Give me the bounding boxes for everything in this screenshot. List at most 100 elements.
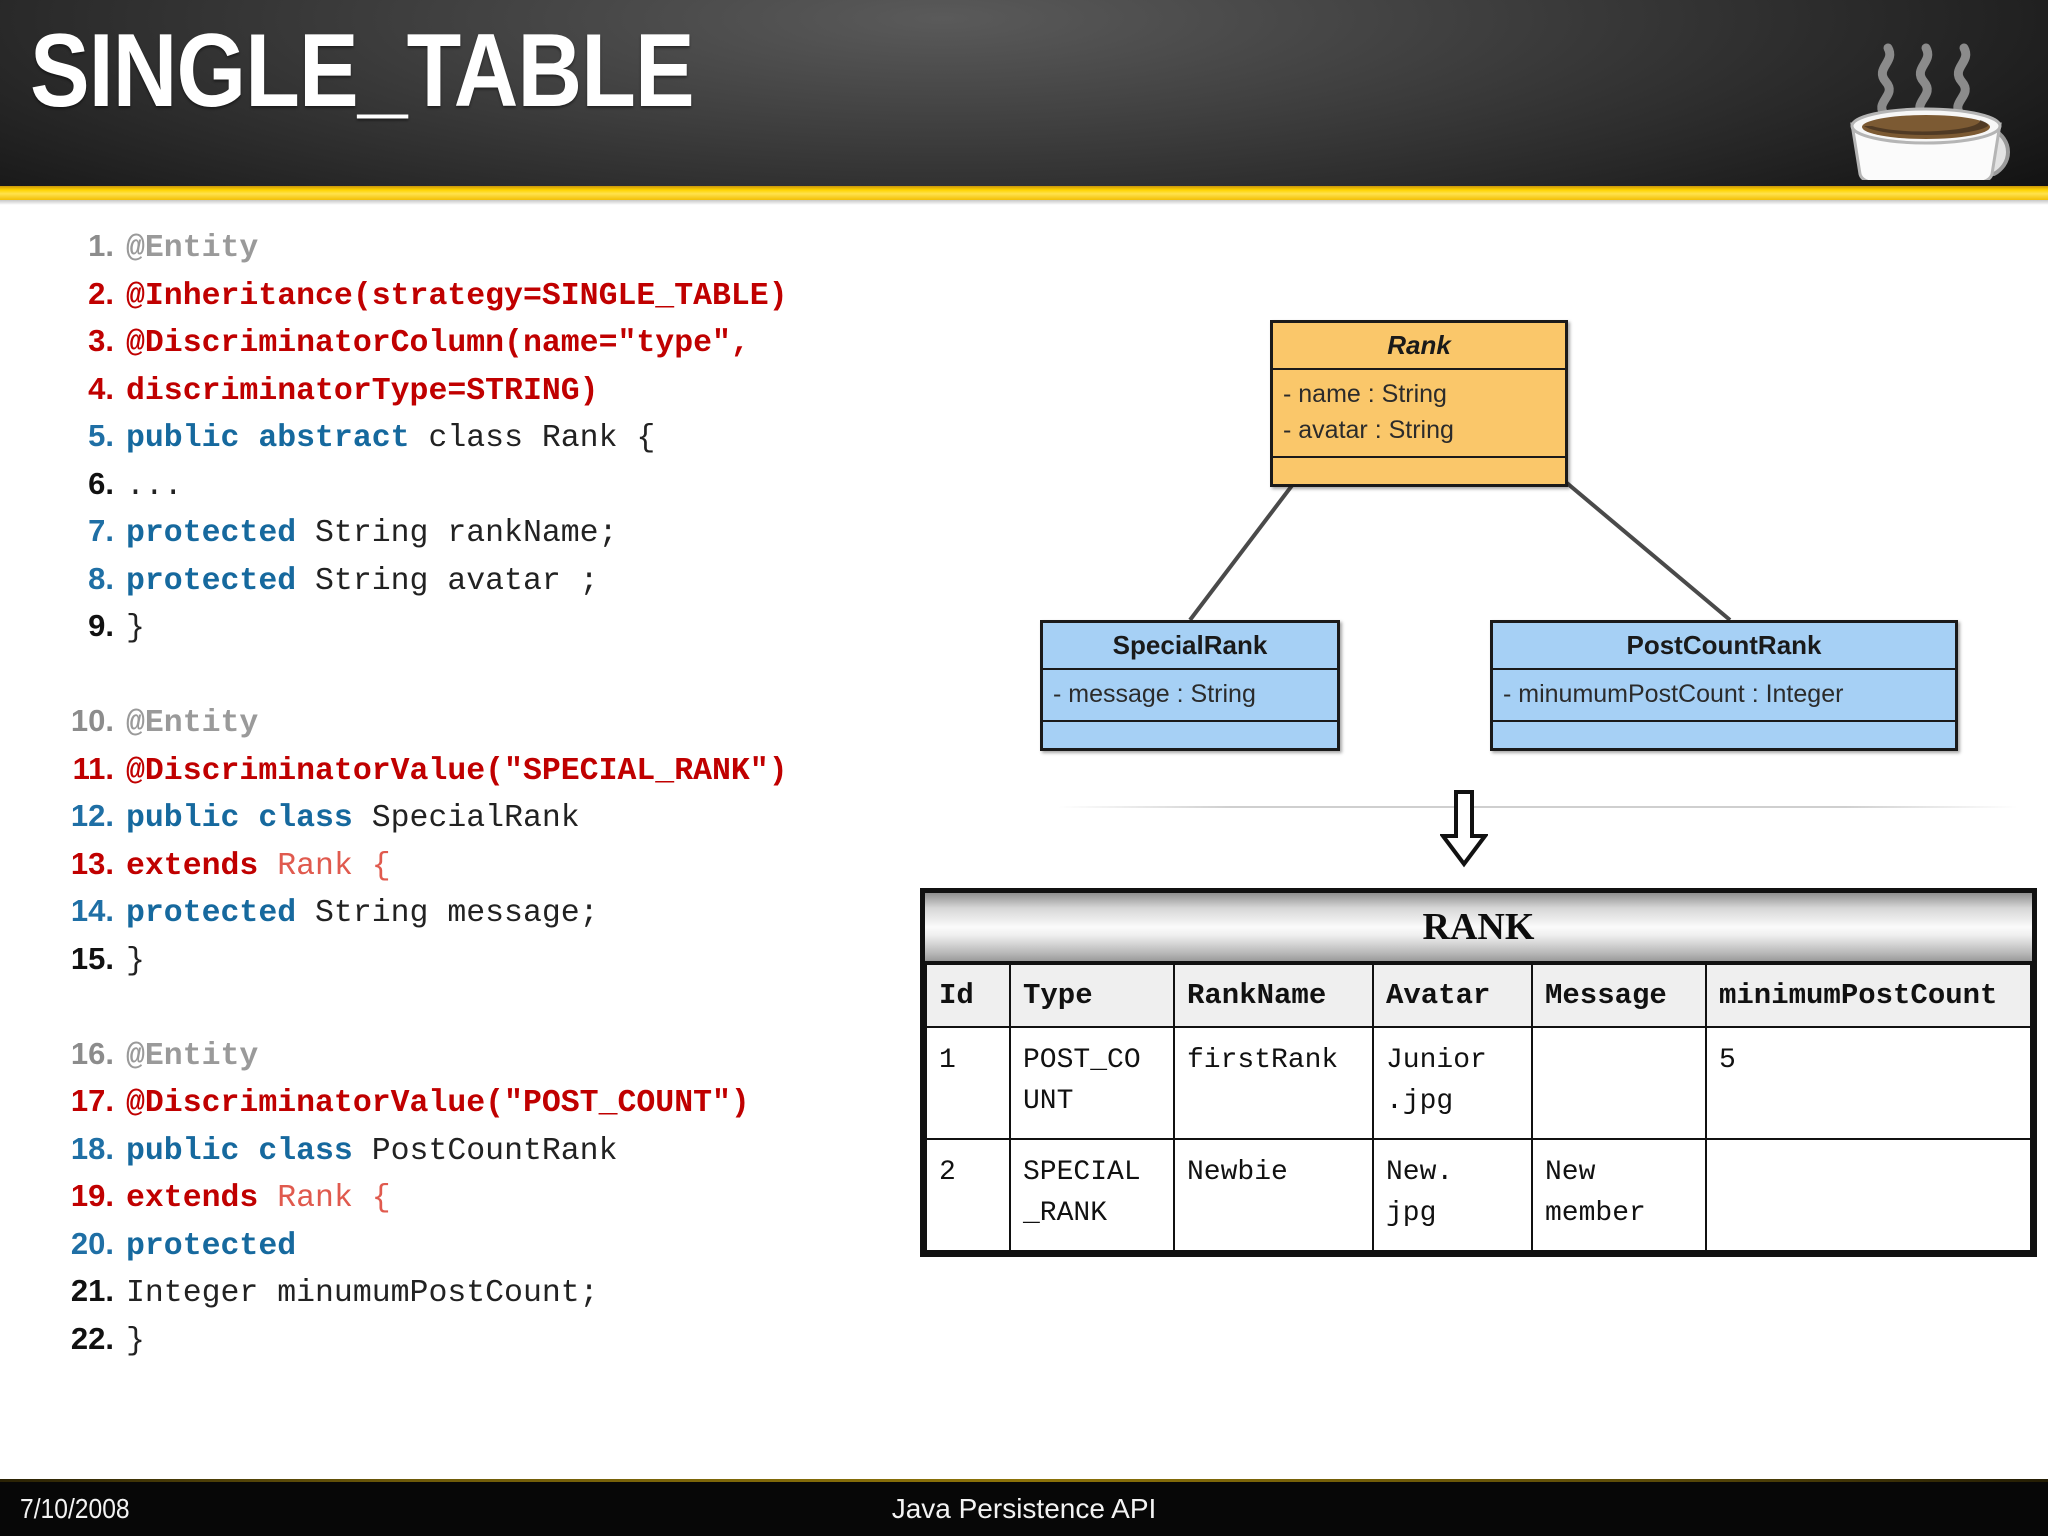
uml-attribute: - avatar : String	[1283, 416, 1454, 444]
code-line: 21. Integer minumumPostCount;	[56, 1267, 976, 1315]
rank-table-title: RANK	[925, 893, 2032, 965]
code-token: discriminatorType=STRING)	[126, 373, 599, 409]
accent-bar-shadow	[0, 200, 2048, 205]
code-token: @Entity	[126, 706, 259, 741]
code-line-number: 11.	[72, 750, 114, 786]
code-line: 14.protected String message;	[56, 887, 976, 935]
uml-class-rank: Rank - name : String - avatar : String	[1270, 320, 1568, 487]
uml-operations	[1273, 458, 1565, 484]
code-line: 17. @DiscriminatorValue("POST_COUNT")	[56, 1077, 976, 1125]
uml-class-name: SpecialRank	[1043, 623, 1337, 670]
code-token: extends	[126, 1181, 278, 1216]
table-cell-type: SPECIAL _RANK	[1009, 1138, 1175, 1252]
uml-attributes: - minumumPostCount : Integer	[1493, 670, 1955, 722]
code-line: 2. @Inheritance(strategy=SINGLE_TABLE)	[56, 270, 976, 318]
code-token: Rank {	[277, 848, 391, 884]
code-line-number: 5.	[88, 418, 114, 453]
code-token: protected	[126, 896, 316, 931]
code-line	[56, 650, 976, 698]
code-line: 3.@DiscriminatorColumn(name="type",	[56, 317, 976, 365]
coffee-cup-icon	[1824, 4, 2034, 184]
code-token: String avatar ;	[315, 563, 599, 599]
code-token: PostCountRank	[371, 1133, 618, 1169]
table-cell-type: POST_CO UNT	[1009, 1026, 1175, 1140]
code-line-number: 12.	[70, 798, 114, 833]
uml-attribute: - name : String	[1283, 380, 1447, 408]
table-cell-rankname: Newbie	[1173, 1138, 1374, 1252]
rank-table-grid: Id Type RankName Avatar Message minimumP…	[925, 965, 2032, 1252]
rank-db-table: RANK Id Type RankName Avatar Message min…	[920, 888, 2037, 1257]
uml-class-name: PostCountRank	[1493, 623, 1955, 670]
down-block-arrow-icon	[1439, 790, 1489, 868]
uml-operations	[1493, 722, 1955, 748]
code-token: @DiscriminatorValue("POST_COUNT")	[126, 1086, 750, 1121]
code-token: @DiscriminatorColumn(name="type",	[126, 326, 750, 361]
code-token: class Rank {	[428, 421, 656, 456]
code-line-number: 21.	[70, 1273, 114, 1308]
code-line-number: 20.	[70, 1225, 114, 1261]
code-line-number: 2.	[88, 275, 114, 311]
code-line: 4. discriminatorType=STRING)	[56, 365, 976, 413]
uml-class-postcountrank: PostCountRank - minumumPostCount : Integ…	[1490, 620, 1958, 751]
code-token: Rank {	[277, 1181, 391, 1216]
code-token: }	[126, 1323, 145, 1359]
code-line-number: 16.	[70, 1035, 114, 1071]
code-line: 5. public abstract class Rank {	[56, 412, 976, 460]
code-line: 15.}	[56, 935, 976, 983]
code-line-number: 18.	[70, 1130, 114, 1166]
code-line: 1.@Entity	[56, 222, 976, 270]
table-cell-avatar: Junior .jpg	[1372, 1026, 1533, 1140]
code-token: @Inheritance(strategy=SINGLE_TABLE)	[126, 278, 788, 314]
code-line-number: 13.	[70, 845, 114, 881]
uml-class-name: Rank	[1273, 323, 1565, 370]
code-token: public abstract	[126, 421, 429, 456]
code-token: protected	[126, 1228, 297, 1264]
code-line: 16.@Entity	[56, 1030, 976, 1078]
code-line-number: 17.	[70, 1083, 114, 1118]
code-token: Integer minumumPostCount;	[126, 1276, 599, 1311]
footer-accent-line	[0, 1479, 2048, 1482]
footer-date: 7/10/2008	[20, 1493, 130, 1524]
uml-class-specialrank: SpecialRank - message : String	[1040, 620, 1340, 751]
code-line-number: 4.	[88, 370, 114, 406]
code-line-number: 22.	[70, 1320, 114, 1356]
uml-attributes: - message : String	[1043, 670, 1337, 722]
code-line-number: 15.	[70, 940, 114, 976]
code-line-number: 7.	[88, 513, 114, 548]
table-cell-minimumpostcount	[1705, 1138, 2032, 1252]
code-token: }	[126, 611, 145, 646]
code-token: public class	[126, 801, 372, 836]
code-line: 12.public class SpecialRank	[56, 792, 976, 840]
code-line	[56, 982, 976, 1030]
uml-operations	[1043, 722, 1337, 748]
code-line-number: 8.	[88, 560, 114, 596]
code-line: 9.}	[56, 602, 976, 650]
code-line-number: 9.	[88, 608, 114, 643]
code-token: }	[126, 943, 145, 979]
code-line: 22.}	[56, 1315, 976, 1363]
column-header-rankname: RankName	[1173, 965, 1374, 1028]
table-cell-id: 2	[925, 1138, 1011, 1252]
uml-attributes: - name : String - avatar : String	[1273, 370, 1565, 458]
table-header-row: Id Type RankName Avatar Message minimumP…	[925, 965, 2032, 1028]
code-line: 8.protected String avatar ;	[56, 555, 976, 603]
column-header-minimumpostcount: minimumPostCount	[1705, 965, 2032, 1028]
code-line: 6....	[56, 460, 976, 508]
slide-footer: 7/10/2008 Java Persistence API	[0, 1479, 2048, 1536]
table-cell-message: New member	[1531, 1138, 1707, 1252]
table-cell-id: 1	[925, 1026, 1011, 1140]
code-line: 11.@DiscriminatorValue("SPECIAL_RANK")	[56, 745, 976, 793]
table-cell-message	[1531, 1026, 1707, 1140]
table-cell-minimumpostcount: 5	[1705, 1026, 2032, 1140]
code-token: extends	[126, 848, 278, 884]
code-line: 20. protected	[56, 1220, 976, 1268]
code-line: 18.public class PostCountRank	[56, 1125, 976, 1173]
code-line: 19.extends Rank {	[56, 1172, 976, 1220]
uml-class-diagram: Rank - name : String - avatar : String S…	[1040, 320, 2020, 800]
column-header-type: Type	[1009, 965, 1175, 1028]
table-cell-avatar: New. jpg	[1372, 1138, 1533, 1252]
code-token: String message;	[315, 896, 599, 931]
column-header-message: Message	[1531, 965, 1707, 1028]
accent-bar	[0, 186, 2048, 200]
